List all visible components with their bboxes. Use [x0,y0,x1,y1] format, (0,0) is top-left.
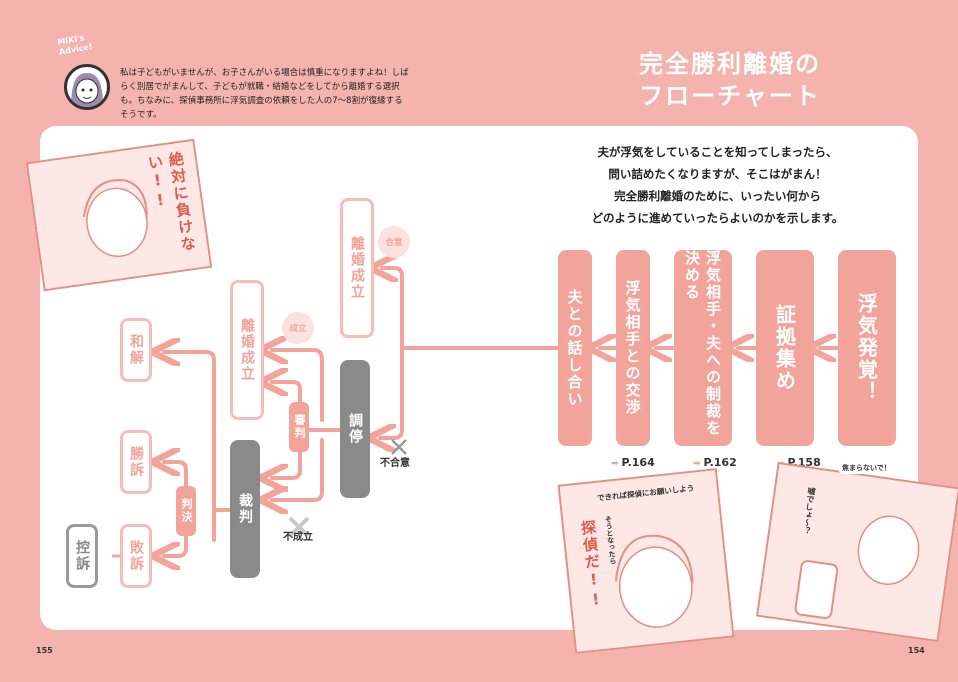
illustration-right: 嘘でしょ～？ [756,461,958,643]
woman-excited-icon [559,469,735,654]
illustration-middle: できれば探偵にお願いしよう そうとなったら 探偵だ!! [557,468,735,654]
label-verdict: 判決 [176,486,196,536]
mediation: 調停 [340,360,370,498]
label-success: 成立 [282,312,314,344]
page-ref-164: P.164 [611,456,655,469]
label-agree: 合意 [378,226,410,258]
step-affair-discovered: 浮気発覚！ [838,250,896,446]
step-decide-sanctions: 浮気相手・夫への制裁を決める [674,250,732,446]
illustration-right-caption: 焦まらないで！ [838,462,895,474]
divorce-by-agreement: 離婚成立 [340,198,374,338]
title-line-2: フローチャート [639,82,821,110]
advice-text: 私は子どもがいませんが、お子さんがいる場合は慎重になりますよね！しばらく別居でが… [120,68,409,120]
page-number-left: 155 [36,646,53,655]
lose-suit: 敗訴 [120,524,152,588]
page-number-right: 154 [908,646,925,655]
intro-line-4: どのように進めていったらよいのかを示します。 [591,211,844,225]
label-fail: 不成立 [283,532,313,543]
illustration-left: 絶対に負けない!! [25,138,213,292]
title-line-1: 完全勝利離婚の [639,50,821,78]
page-ref-162: P.162 [693,456,737,469]
win-suit: 勝訴 [120,430,152,494]
trial: 裁判 [230,440,260,578]
intro-line-2: 問い詰めたくなりますが、そこはがまん！ [608,167,827,181]
intro-line-3: 完全勝利離婚のために、いったい何から [614,189,821,203]
intro-line-1: 夫が浮気をしていることを知ってしまったら、 [597,145,838,159]
woman-determined-icon [28,140,213,292]
intro-text: 夫が浮気をしていることを知ってしまったら、 問い詰めたくなりますが、そこはがまん… [575,141,860,229]
appeal: 控訴 [66,524,98,588]
label-judgment: 審判 [289,402,309,452]
woman-phone-icon [757,464,958,643]
avatar [64,64,110,110]
divorce-by-mediation: 離婚成立 [230,280,264,420]
step-collect-evidence: 証拠集め [756,250,814,446]
label-no-agree: 不合意 [380,458,410,469]
step-talk-husband: 夫との話し合い [558,250,592,446]
step-negotiate-partner: 浮気相手との交渉 [616,250,650,446]
settlement: 和解 [120,318,152,382]
page-title: 完全勝利離婚の フローチャート [590,48,870,112]
